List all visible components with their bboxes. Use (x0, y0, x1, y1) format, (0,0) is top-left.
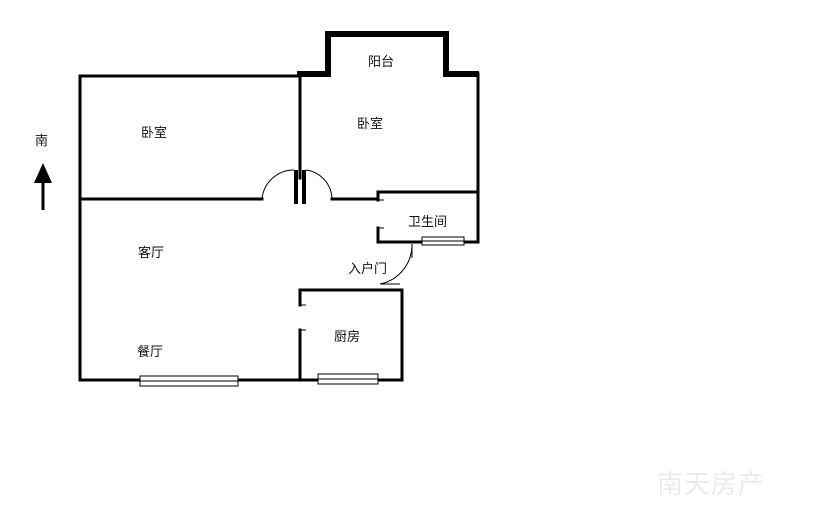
room-balcony: 阳台 (368, 55, 394, 70)
compass: 南 (34, 133, 52, 210)
room-bathroom: 卫生间 (408, 215, 447, 230)
compass-label: 南 (35, 133, 48, 149)
door-entrance (379, 243, 413, 285)
room-living-room: 客厅 (138, 245, 164, 261)
label-entrance-door: 入户门 (348, 261, 387, 277)
room-bedroom-right: 卧室 (357, 116, 383, 132)
door-kitchen (300, 304, 306, 331)
room-dining-room: 餐厅 (137, 344, 163, 360)
watermark: 南天房产 (657, 470, 765, 500)
arrow-up-icon (34, 163, 52, 183)
room-bedroom-left: 卧室 (141, 125, 167, 141)
room-kitchen: 厨房 (334, 329, 360, 345)
door-bedroom-right (302, 169, 333, 204)
window-dining (139, 375, 239, 387)
doors (261, 169, 413, 331)
walls (78, 31, 480, 382)
room-labels: 卧室 阳台 卧室 客厅 卫生间 入户门 餐厅 厨房 (137, 55, 447, 360)
window-kitchen (317, 373, 379, 385)
door-bathroom (378, 199, 384, 229)
window-bathroom (421, 236, 465, 246)
door-bedroom-left (261, 169, 298, 204)
windows (139, 236, 465, 387)
wall-balcony (297, 31, 479, 77)
